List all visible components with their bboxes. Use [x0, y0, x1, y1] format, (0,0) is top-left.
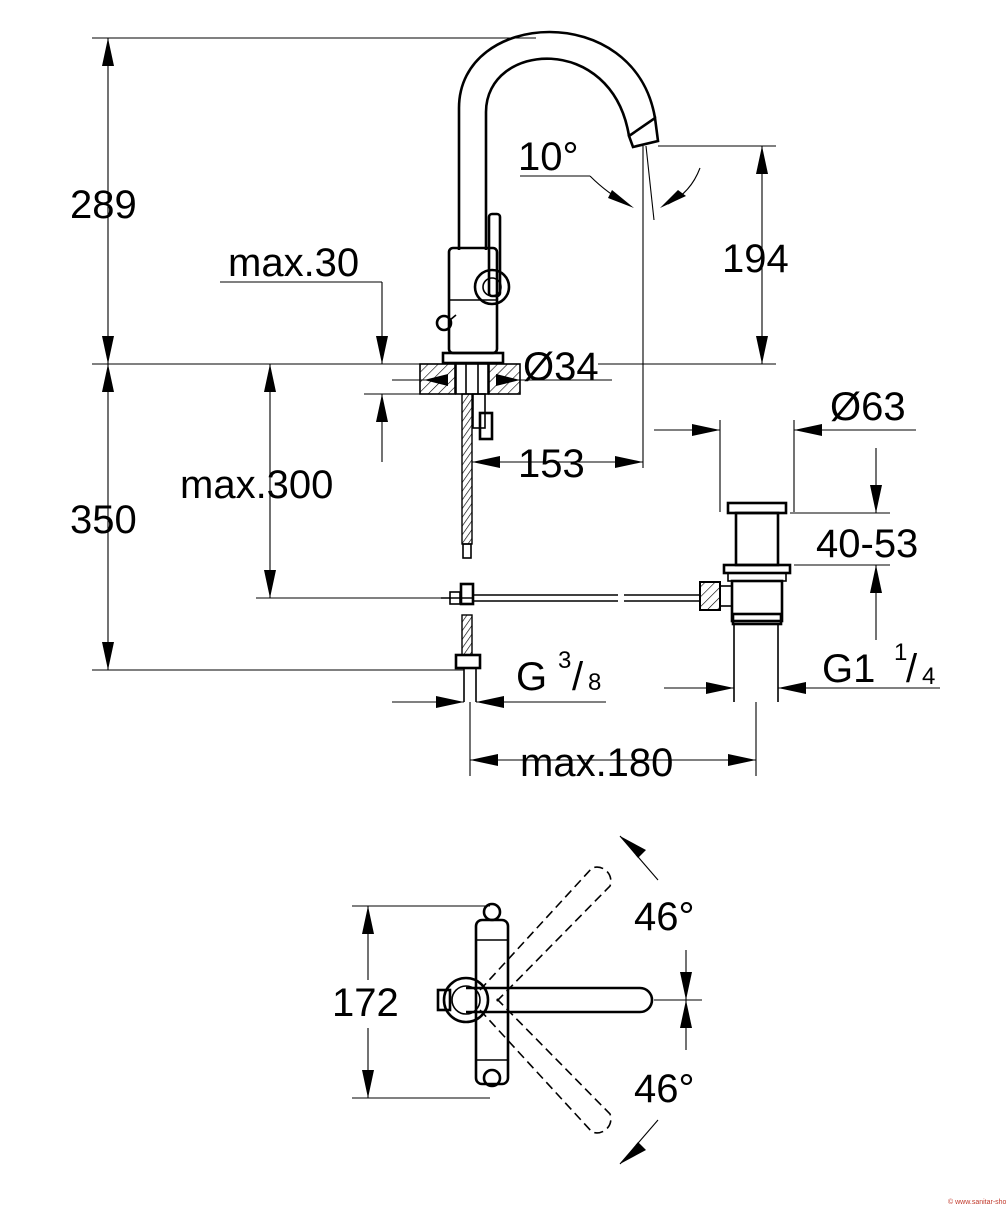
spout-tip — [627, 115, 660, 149]
watermark: © www.sanitar-shop.ru — [948, 1198, 1006, 1206]
dimension-lines — [92, 37, 940, 776]
label-g-denominator: 8 — [588, 669, 601, 696]
label-153: 153 — [518, 442, 585, 486]
mounting-nut — [478, 411, 494, 441]
spout-swing-upper — [479, 866, 612, 1005]
label-46-lower: 46° — [634, 1067, 695, 1111]
label-10-degree: 10° — [518, 135, 579, 179]
label-g1-denominator: 4 — [922, 663, 935, 690]
supply-hose — [461, 393, 473, 545]
top-hub — [442, 976, 490, 1024]
dimension-labels: 289 max.30 Ø34 194 10° 153 Ø63 350 max.3… — [70, 135, 935, 785]
label-g1: G1 — [822, 647, 875, 691]
top-view-labels: 172 46° 46° — [332, 895, 695, 1111]
label-350: 350 — [70, 498, 137, 542]
waste-body — [734, 511, 780, 567]
waste-nut — [722, 563, 792, 575]
faucet-side-view — [419, 30, 700, 702]
label-289: 289 — [70, 183, 137, 227]
waste-flange — [726, 501, 788, 515]
label-diameter-63: Ø63 — [830, 385, 906, 429]
label-g-numerator: 3 — [558, 647, 571, 674]
faucet-top-view — [352, 835, 702, 1165]
label-max-180: max.180 — [520, 741, 673, 785]
supply-nut — [454, 653, 482, 670]
label-max-300: max.300 — [180, 463, 333, 507]
label-40-53: 40-53 — [816, 522, 918, 566]
label-g: G — [516, 655, 547, 699]
label-g1-numerator: 1 — [894, 639, 907, 666]
popup-knob — [435, 314, 453, 332]
label-46-upper: 46° — [634, 895, 695, 939]
top-spout — [466, 986, 654, 1014]
lever-handle — [487, 212, 502, 298]
lever-hub — [473, 268, 511, 306]
label-194: 194 — [722, 237, 789, 281]
spout-swing-lower — [479, 995, 612, 1134]
label-diameter-34: Ø34 — [523, 345, 599, 389]
spout-inner — [484, 57, 631, 250]
label-172: 172 — [332, 981, 399, 1025]
fraction-slash-2: / — [906, 647, 918, 691]
spout-outer — [457, 30, 657, 250]
base-plate — [441, 351, 505, 365]
waste-side-view — [699, 501, 792, 702]
waste-port — [699, 581, 721, 611]
label-max-30: max.30 — [228, 241, 359, 285]
fraction-slash: / — [572, 655, 584, 699]
